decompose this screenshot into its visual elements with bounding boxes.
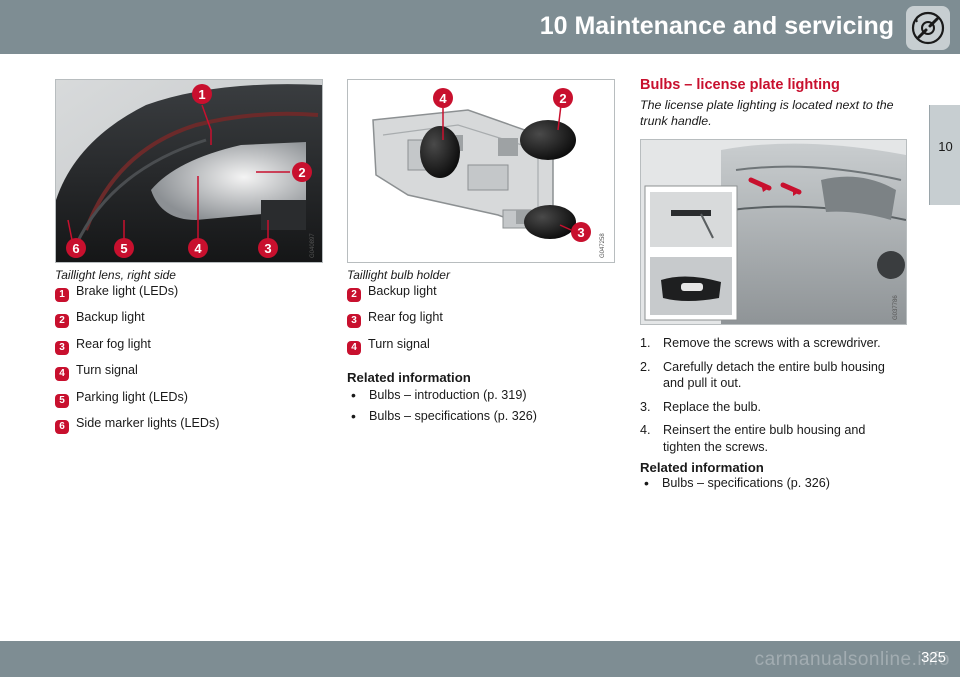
figure1-caption: Taillight lens, right side <box>55 268 176 282</box>
list-item: 1 Brake light (LEDs) <box>55 284 325 310</box>
taillight-marker-4: 4 <box>188 238 208 258</box>
list-item-text: Parking light (LEDs) <box>76 389 188 404</box>
list-item: 3 Rear fog light <box>347 310 617 336</box>
svg-text:3: 3 <box>264 241 271 256</box>
bulb-marker-3: 3 <box>571 222 591 242</box>
number-badge: 5 <box>55 393 69 408</box>
step-item: 4. Reinsert the entire bulb housing and t… <box>640 422 905 455</box>
figure2-code: G047258 <box>600 233 606 258</box>
step-number: 4. <box>640 423 651 437</box>
number-badge: 4 <box>55 367 69 382</box>
list-item-text: Brake light (LEDs) <box>76 284 179 298</box>
replacement-steps: 1.Remove the screws with a screwdriver. … <box>640 335 905 462</box>
step-number: 2. <box>640 359 651 374</box>
step-number: 1. <box>640 336 651 350</box>
bulb-holder-figure: 4 2 3 G047258 <box>347 79 615 263</box>
svg-text:4: 4 <box>194 241 202 256</box>
svg-text:4: 4 <box>439 91 447 106</box>
chapter-tab[interactable]: 10 <box>929 105 960 205</box>
license-plate-figure: G037786 <box>640 139 907 325</box>
page-header: 10 Maintenance and servicing <box>0 0 960 54</box>
bulb-holder-list: 2 Backup light 3 Rear fog light 4 Turn sign… <box>347 284 617 363</box>
step-number: 3. <box>640 399 651 414</box>
list-item: 4 Turn signal <box>55 363 325 389</box>
backup-bulb <box>498 120 576 160</box>
list-item: 6 Side marker lights (LEDs) <box>55 416 325 442</box>
step-text: Carefully detach the entire bulb housing… <box>663 359 885 391</box>
watermark: carmanualsonline.info <box>754 649 950 670</box>
number-badge: 6 <box>55 419 69 434</box>
section-title: Bulbs – license plate lighting <box>640 77 840 93</box>
bulb-marker-4: 4 <box>433 88 453 108</box>
svg-text:1: 1 <box>198 87 205 102</box>
list-item-text: Turn signal <box>76 363 138 378</box>
step-item: 3. Replace the bulb. <box>640 399 905 416</box>
step-text: Replace the bulb. <box>663 399 762 414</box>
number-badge: 1 <box>55 288 69 302</box>
svg-text:2: 2 <box>298 165 305 180</box>
chapter-tab-label: 10 <box>938 139 953 154</box>
figure1-code: G040897 <box>310 233 316 258</box>
svg-text:6: 6 <box>72 241 79 256</box>
chapter-title: 10 Maintenance and servicing <box>539 12 894 40</box>
list-item-text: Rear fog light <box>76 336 151 351</box>
list-item: 2 Backup light <box>55 310 325 336</box>
related-link[interactable]: Bulbs – introduction (p. 319) <box>347 387 537 409</box>
step-text: Remove the screws with a screwdriver. <box>663 336 881 350</box>
taillight-marker-6: 6 <box>66 238 86 258</box>
number-badge: 3 <box>347 314 361 329</box>
turn-signal-bulb <box>420 126 463 178</box>
step-item: 2. Carefully detach the entire bulb housi… <box>640 359 905 392</box>
wrench-gear-icon <box>906 6 950 50</box>
list-item-text: Turn signal <box>368 336 430 351</box>
taillight-marker-1: 1 <box>192 84 212 104</box>
svg-text:2: 2 <box>559 91 566 106</box>
taillight-lens-figure: 1 2 3 4 5 6 G040897 <box>55 79 323 263</box>
fog-bulb <box>516 205 576 239</box>
number-badge: 3 <box>55 340 69 355</box>
step-text: Reinsert the entire bulb housing and tig… <box>663 423 866 454</box>
list-item: 4 Turn signal <box>347 337 617 363</box>
list-item: 5 Parking light (LEDs) <box>55 390 325 416</box>
related-info-heading-2: Related information <box>640 460 764 475</box>
list-item-text: Side marker lights (LEDs) <box>76 415 220 430</box>
svg-text:3: 3 <box>577 225 584 240</box>
list-item-text: Backup light <box>76 310 145 325</box>
list-item: 3 Rear fog light <box>55 337 325 363</box>
list-item-text: Rear fog light <box>368 310 443 325</box>
list-item: 2 Backup light <box>347 284 617 310</box>
related-info-list-2: Bulbs – specifications (p. 326) <box>640 475 830 497</box>
list-item-text: Backup light <box>368 284 437 298</box>
taillight-marker-2: 2 <box>292 162 312 182</box>
figure2-caption: Taillight bulb holder <box>347 268 450 282</box>
bulb-marker-2: 2 <box>553 88 573 108</box>
svg-text:5: 5 <box>120 241 127 256</box>
section-intro: The license plate lighting is located ne… <box>640 98 894 128</box>
page-number: 325 <box>920 649 946 666</box>
number-badge: 2 <box>55 314 69 329</box>
number-badge: 4 <box>347 340 361 355</box>
taillight-parts-list: 1 Brake light (LEDs) 2 Backup light 3 Rear … <box>55 284 325 442</box>
step-item: 1. Remove the screws with a screwdriver. <box>640 335 905 352</box>
number-badge: 2 <box>347 288 361 302</box>
related-info-heading: Related information <box>347 370 471 385</box>
related-link[interactable]: Bulbs – specifications (p. 326) <box>347 408 537 430</box>
page-footer: carmanualsonline.info 325 <box>0 641 960 677</box>
taillight-marker-5: 5 <box>114 238 134 258</box>
figure3-code: G037786 <box>893 295 899 320</box>
related-info-list: Bulbs – introduction (p. 319) Bulbs – sp… <box>347 387 537 430</box>
taillight-marker-3: 3 <box>258 238 278 258</box>
related-link[interactable]: Bulbs – specifications (p. 326) <box>640 475 830 497</box>
